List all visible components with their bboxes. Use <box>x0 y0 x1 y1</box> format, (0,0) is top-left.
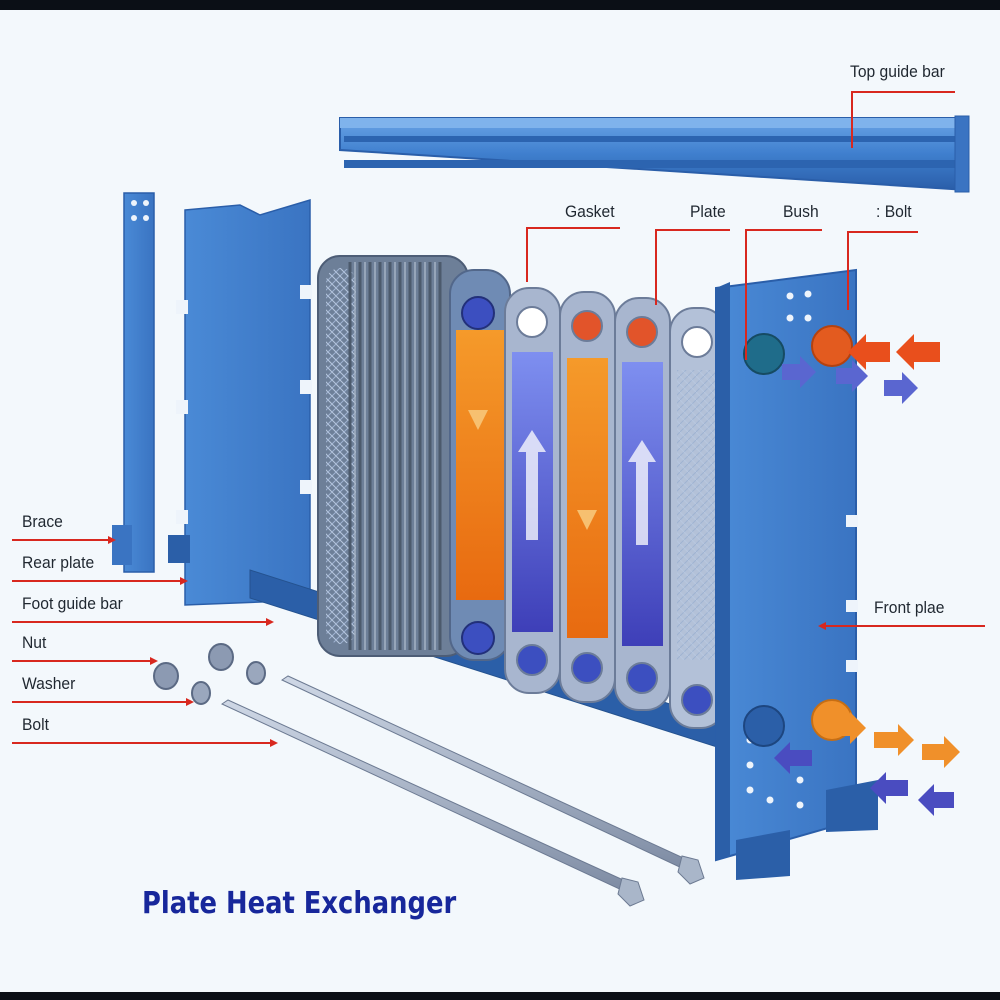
label-front-plate: Front plae <box>874 598 945 617</box>
plate-pack <box>317 255 511 661</box>
front-plate <box>715 268 878 880</box>
nut-parts <box>153 643 234 690</box>
plate-cold-2 <box>614 297 671 711</box>
label-top-guide-bar: Top guide bar <box>850 62 945 81</box>
bolt-rod-upper <box>280 675 705 885</box>
label-bush: Bush <box>783 202 819 221</box>
leader-gasket <box>526 227 620 282</box>
label-plate: Plate <box>690 202 726 221</box>
diagram-title: Plate Heat Exchanger <box>142 886 457 921</box>
label-bolt-top: : Bolt <box>876 202 912 221</box>
leader-top-guide-bar <box>851 91 955 148</box>
label-gasket: Gasket <box>565 202 615 221</box>
exchanger-illustration <box>12 91 985 907</box>
plate-hot <box>559 291 616 703</box>
leader-bush <box>745 229 822 360</box>
label-bolt-left: Bolt <box>22 715 49 734</box>
brace <box>112 192 155 573</box>
flow-arrows <box>774 334 960 816</box>
label-washer: Washer <box>22 674 76 693</box>
plate-hatched <box>669 307 726 729</box>
leader-bolt-top <box>847 231 918 310</box>
diagram-canvas: Top guide bar Gasket Plate Bush : Bolt F… <box>0 10 1000 992</box>
rear-plate <box>168 198 312 606</box>
top-guide-bar <box>339 115 970 193</box>
leader-plate <box>655 229 730 305</box>
leader-arrowheads <box>108 536 826 747</box>
label-brace: Brace <box>22 512 63 531</box>
leader-lines <box>12 91 985 744</box>
washer-parts <box>191 661 266 705</box>
label-rear-plate: Rear plate <box>22 553 95 572</box>
label-foot-guide-bar: Foot guide bar <box>22 594 123 613</box>
bolt-rod-lower <box>220 699 645 907</box>
label-nut: Nut <box>22 633 47 652</box>
plate-cold-1 <box>504 287 561 694</box>
